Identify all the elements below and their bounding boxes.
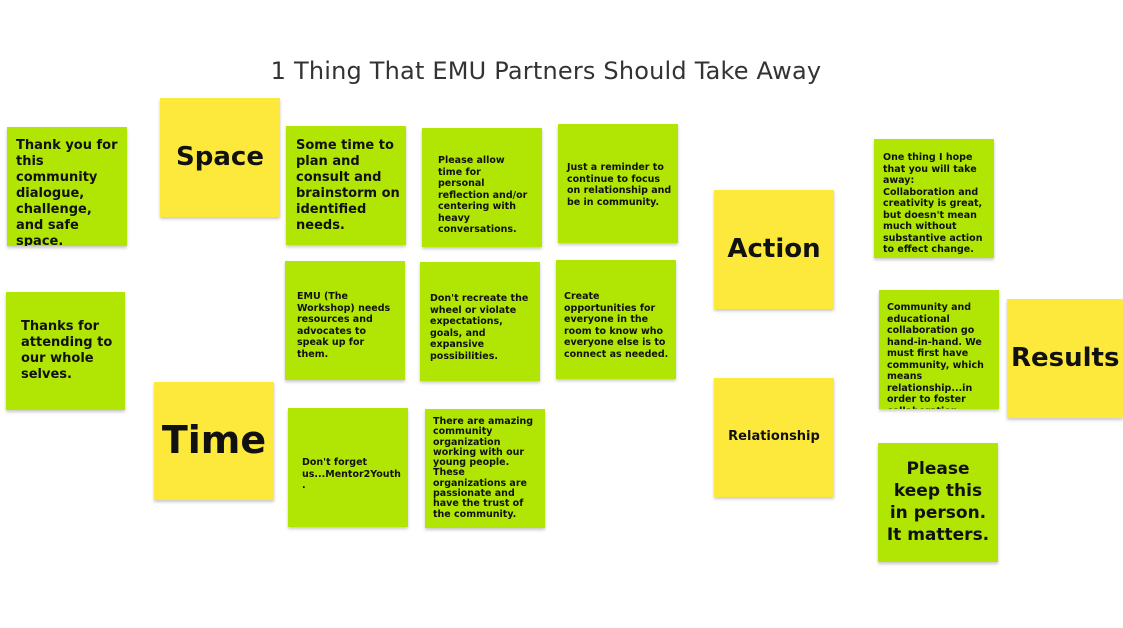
sticky-note-time[interactable]: Time <box>154 382 274 500</box>
sticky-note-dont-forget[interactable]: Don't forget us...Mentor2Youth. <box>288 408 408 527</box>
note-label: Results <box>1011 342 1120 373</box>
note-text: One thing I hope that you will take away… <box>883 152 983 255</box>
note-text: Community and educational collaboration … <box>887 302 984 409</box>
sticky-note-action[interactable]: Action <box>714 190 834 309</box>
note-label: Action <box>727 233 821 264</box>
note-text: Don't recreate the wheel or violate expe… <box>430 293 529 362</box>
note-text: Create opportunities for everyone in the… <box>564 291 669 360</box>
note-text: EMU (The Workshop) needs resources and a… <box>297 291 391 360</box>
sticky-note-thank-dialogue[interactable]: Thank you for this community dialogue, c… <box>7 127 127 246</box>
note-text: Please allow time for personal reflectio… <box>438 155 528 235</box>
sticky-note-space[interactable]: Space <box>160 98 280 217</box>
note-text: There are amazing community organization… <box>433 416 534 520</box>
note-text: Please keep this in person. It matters. <box>886 458 990 545</box>
note-text: Thanks for attending to our whole selves… <box>21 319 113 382</box>
sticky-note-relationship[interactable]: Relationship <box>714 378 834 497</box>
note-label: Space <box>176 141 264 172</box>
note-label: Time <box>161 418 267 462</box>
sticky-note-results[interactable]: Results <box>1007 299 1123 418</box>
note-text: Thank you for this community dialogue, c… <box>16 138 118 246</box>
sticky-note-one-thing[interactable]: One thing I hope that you will take away… <box>874 139 994 258</box>
sticky-note-community-edu[interactable]: Community and educational collaboration … <box>879 290 999 409</box>
note-text: Don't forget us...Mentor2Youth. <box>302 457 401 491</box>
note-text: Some time to plan and consult and brains… <box>296 138 400 233</box>
sticky-note-in-person[interactable]: Please keep this in person. It matters. <box>878 443 998 562</box>
board-title: 1 Thing That EMU Partners Should Take Aw… <box>270 57 822 85</box>
sticky-note-some-time[interactable]: Some time to plan and consult and brains… <box>286 126 406 245</box>
sticky-note-amazing-orgs[interactable]: There are amazing community organization… <box>425 409 545 528</box>
sticky-note-create-opportunities[interactable]: Create opportunities for everyone in the… <box>556 260 676 379</box>
sticky-note-reminder[interactable]: Just a reminder to continue to focus on … <box>558 124 678 243</box>
note-text: Just a reminder to continue to focus on … <box>567 162 672 208</box>
sticky-note-allow-time[interactable]: Please allow time for personal reflectio… <box>422 128 542 247</box>
sticky-note-dont-recreate[interactable]: Don't recreate the wheel or violate expe… <box>420 262 540 381</box>
sticky-note-thanks-attending[interactable]: Thanks for attending to our whole selves… <box>6 292 125 410</box>
sticky-note-emu-workshop[interactable]: EMU (The Workshop) needs resources and a… <box>285 261 405 380</box>
note-label: Relationship <box>728 429 820 444</box>
